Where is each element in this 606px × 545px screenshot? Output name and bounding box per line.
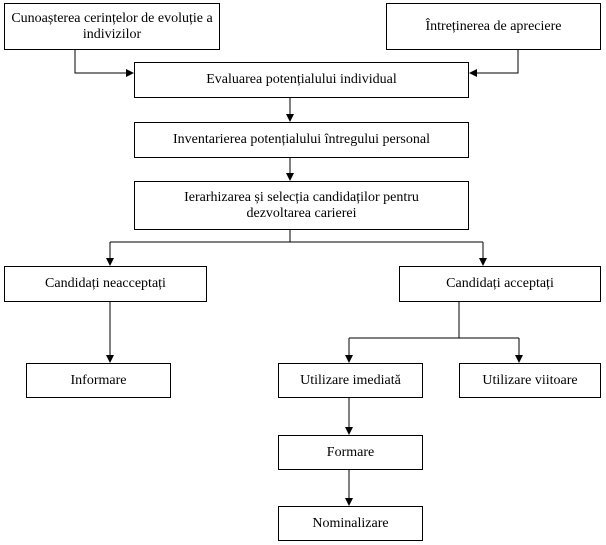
box-formare: Formare [278, 435, 423, 470]
connector-cerinte-evaluarea [74, 50, 134, 77]
box-apreciere-label: Întreținerea de apreciere [425, 18, 562, 34]
box-imediata-label: Utilizare imediată [300, 372, 401, 388]
box-cerinte-label: Cunoașterea cerințelor de evoluție a ind… [11, 10, 213, 42]
box-ierarhizarea: Ierarhizarea și selecția candidaților pe… [134, 181, 469, 230]
box-evaluarea: Evaluarea potențialului individual [134, 62, 469, 98]
box-acceptati-label: Candidați acceptați [446, 276, 554, 291]
box-nominalizare-label: Nominalizare [312, 515, 389, 531]
box-nominalizare: Nominalizare [278, 506, 423, 541]
box-imediata: Utilizare imediată [278, 363, 423, 398]
box-cerinte: Cunoașterea cerințelor de evoluție a ind… [4, 3, 220, 50]
box-acceptati: Candidați acceptați [399, 266, 601, 302]
box-apreciere: Întreținerea de apreciere [386, 3, 601, 50]
box-neacceptati-label: Candidați neacceptați [45, 276, 166, 291]
box-inventarierea-label: Inventarierea potențialului întregului p… [173, 132, 430, 147]
box-viitoare: Utilizare viitoare [459, 363, 601, 398]
box-viitoare-label: Utilizare viitoare [482, 372, 578, 388]
box-ierarhizarea-label: Ierarhizarea și selecția candidaților pe… [184, 189, 419, 221]
box-neacceptati: Candidați neacceptați [4, 266, 207, 302]
connector-apreciere-evaluarea [469, 50, 519, 77]
box-formare-label: Formare [326, 444, 375, 460]
box-informare-label: Informare [70, 372, 127, 388]
box-informare: Informare [26, 363, 171, 398]
box-evaluarea-label: Evaluarea potențialului individual [206, 72, 397, 87]
box-inventarierea: Inventarierea potențialului întregului p… [134, 122, 469, 158]
